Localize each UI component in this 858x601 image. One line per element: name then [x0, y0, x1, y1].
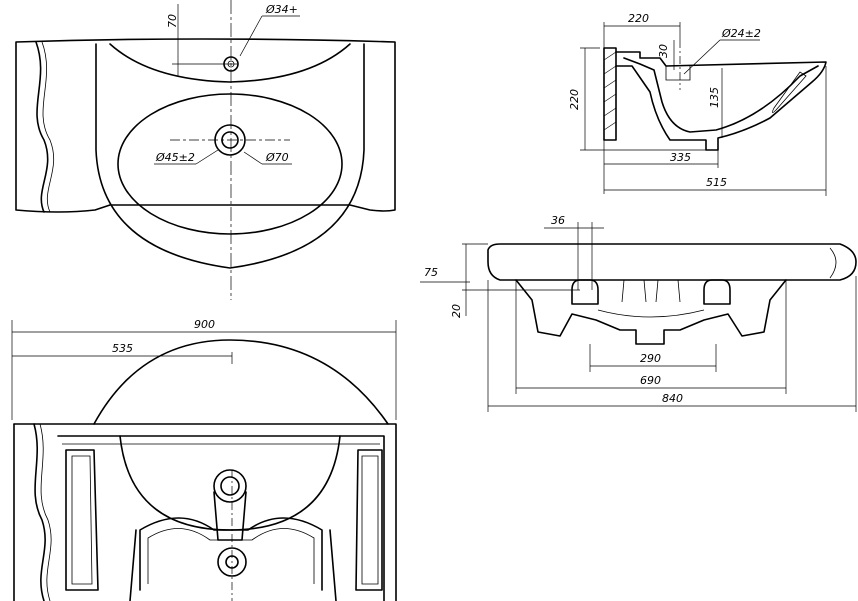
dim-335-label: 335	[670, 151, 691, 164]
bottom-view: 900 535	[11, 318, 397, 601]
dim-220-left-label: 220	[568, 89, 581, 110]
dim-20-label: 20	[450, 304, 463, 318]
dim-290-label: 290	[640, 352, 661, 365]
top-view: 70 Ø34+ Ø45±2 Ø70	[15, 0, 396, 300]
dim-70-label: 70	[166, 14, 179, 28]
dim-d45-label: Ø45±2	[155, 151, 195, 164]
dim-220-top-label: 220	[628, 12, 649, 25]
side-view: 220 30 Ø24±2 220 135 335 515	[568, 12, 827, 196]
dim-135-label: 135	[708, 87, 721, 108]
front-view: 36 75 20 290 690 840	[420, 214, 857, 412]
dim-900-label: 900	[194, 318, 215, 331]
dim-75-label: 75	[424, 266, 438, 279]
dim-d34-label: Ø34+	[265, 3, 298, 16]
dim-840-label: 840	[662, 392, 683, 405]
dim-36-label: 36	[551, 214, 565, 227]
dim-535-label: 535	[112, 342, 133, 355]
dim-d24-label: Ø24±2	[721, 27, 761, 40]
dim-515-label: 515	[706, 176, 727, 189]
dim-690-label: 690	[640, 374, 661, 387]
dim-d70-label: Ø70	[265, 151, 289, 164]
dim-30-label: 30	[657, 44, 670, 58]
